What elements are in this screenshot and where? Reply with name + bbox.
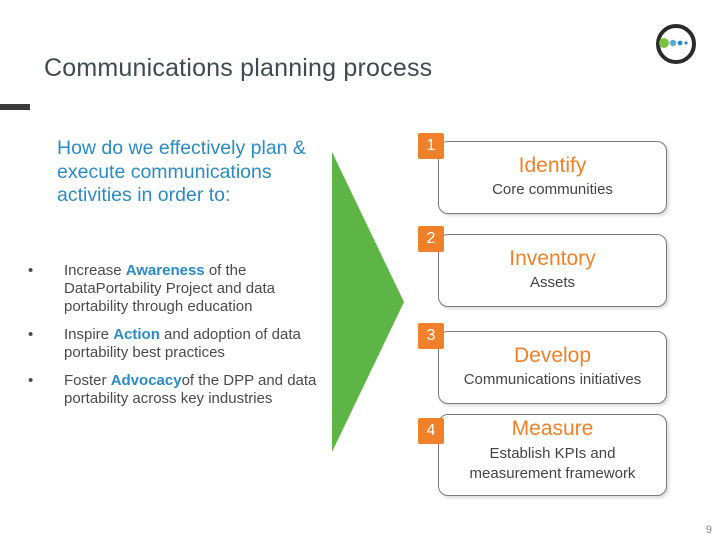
step-number-badge: 3	[418, 323, 444, 349]
question-text: How do we effectively plan & execute com…	[57, 137, 306, 206]
step-description: Establish KPIs and measurement framework	[469, 445, 636, 482]
step-description: Assets	[529, 274, 575, 291]
bullet-text: Inspire Action and adoption of data port…	[64, 326, 301, 361]
step-description: Communications initiatives	[463, 371, 642, 388]
dataportability-logo-icon	[656, 24, 696, 64]
step-name: Measure	[511, 417, 594, 440]
step-box-measure: Measure Establish KPIs and measurement f…	[438, 414, 667, 496]
step-box-identify: Identify Core communities	[438, 141, 667, 214]
bullet-dot: •	[28, 326, 34, 343]
step-name: Inventory	[509, 247, 596, 270]
title-accent-rule	[0, 104, 30, 110]
step-box-develop: Develop Communications initiatives	[438, 331, 667, 404]
step-description: Core communities	[492, 181, 613, 198]
step-name: Develop	[513, 344, 592, 367]
step-number-badge: 1	[418, 133, 444, 159]
step-box-inventory: Inventory Assets	[438, 234, 667, 307]
bullet-list: • Increase Awareness of the DataPortabil…	[26, 262, 326, 418]
step-name: Identify	[518, 154, 587, 177]
bullet-text: Foster Advocacyof the DPP and data porta…	[64, 372, 317, 407]
bullet-dot: •	[28, 262, 34, 279]
bullet-item: • Inspire Action and adoption of data po…	[26, 326, 326, 362]
bullet-text: Increase Awareness of the DataPortabilit…	[64, 262, 275, 315]
slide-title: Communications planning process	[44, 54, 433, 82]
bullet-item: • Increase Awareness of the DataPortabil…	[26, 262, 326, 316]
bullet-dot: •	[28, 372, 34, 389]
step-number-badge: 2	[418, 226, 444, 252]
step-number-badge: 4	[418, 418, 444, 444]
page-number: 9	[705, 524, 712, 536]
green-chevron-arrow	[332, 152, 404, 452]
bullet-item: • Foster Advocacyof the DPP and data por…	[26, 372, 326, 408]
